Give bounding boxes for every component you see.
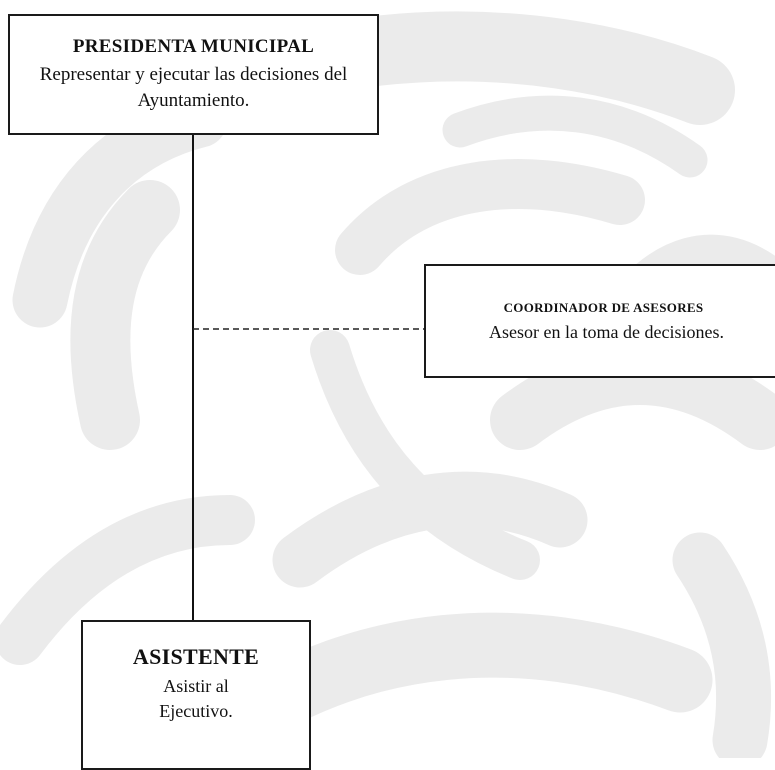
node-asistente: ASISTENTE Asistir al Ejecutivo. [81, 620, 311, 770]
node-title: PRESIDENTA MUNICIPAL [72, 35, 315, 57]
node-description: Representar y ejecutar las decisiones de… [39, 63, 348, 111]
node-description: Asistir al Ejecutivo. [159, 676, 233, 721]
node-title: COORDINADOR DE ASESORES [503, 299, 704, 315]
node-coordinador-de-asesores: COORDINADOR DE ASESORES Asesor en la tom… [424, 264, 775, 378]
node-description: Asesor en la toma de decisiones. [489, 321, 724, 342]
node-title: ASISTENTE [132, 644, 260, 669]
node-presidenta-municipal: PRESIDENTA MUNICIPAL Representar y ejecu… [8, 14, 379, 135]
